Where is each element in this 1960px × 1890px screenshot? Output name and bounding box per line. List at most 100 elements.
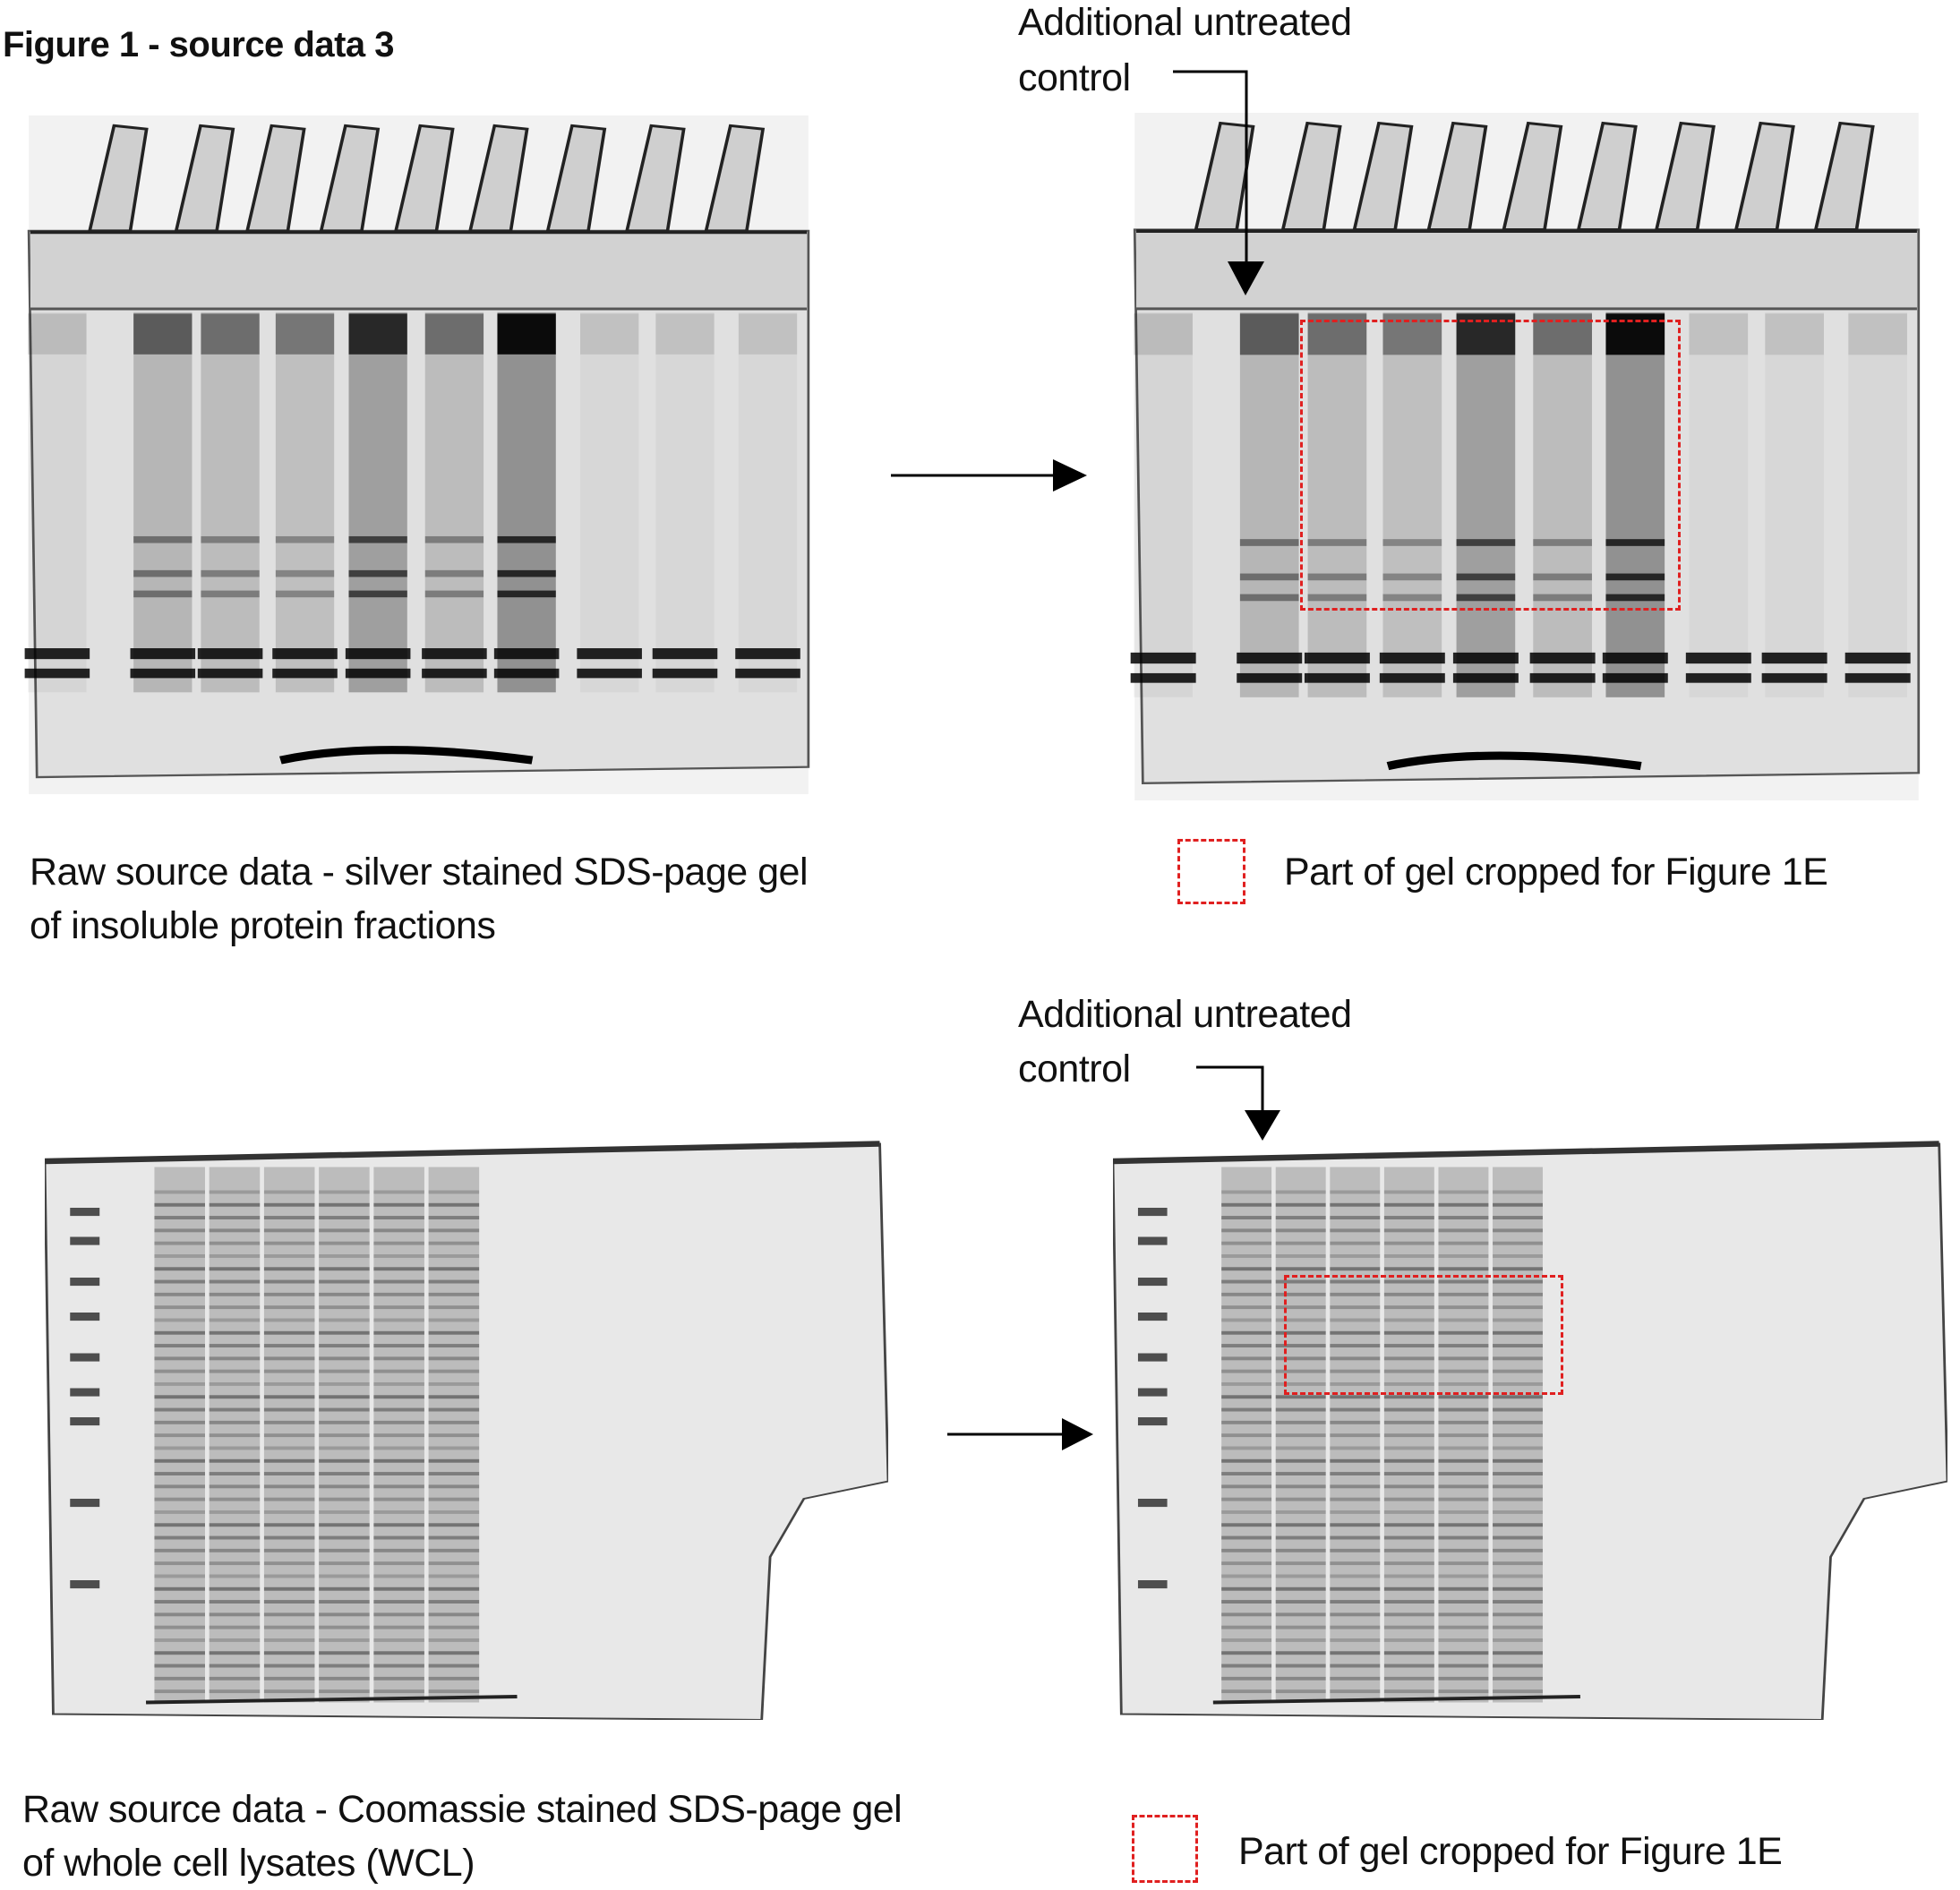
band (497, 590, 556, 598)
band (428, 1689, 480, 1694)
band (263, 1523, 315, 1527)
band (1438, 1458, 1489, 1463)
band (373, 1318, 424, 1322)
lane (424, 312, 484, 693)
band (373, 1523, 424, 1527)
band (428, 1548, 480, 1552)
band (428, 1574, 480, 1578)
band (154, 1292, 205, 1296)
band (1330, 1216, 1381, 1219)
band (209, 1510, 261, 1514)
legend-crop-swatch-bottom (1132, 1815, 1198, 1883)
band (1383, 1420, 1434, 1424)
band (154, 1318, 205, 1322)
band (1493, 1458, 1543, 1463)
band (373, 1305, 424, 1310)
band (1275, 1344, 1326, 1347)
lane (1493, 1167, 1543, 1703)
band (428, 1190, 480, 1194)
band (577, 668, 642, 679)
band (263, 1484, 315, 1489)
band (1330, 1523, 1381, 1527)
band (1383, 1484, 1434, 1489)
band (319, 1484, 370, 1489)
band (1493, 1433, 1543, 1438)
band (1221, 1267, 1272, 1271)
band (1275, 1216, 1326, 1219)
band (373, 1535, 424, 1540)
band (1330, 1382, 1381, 1386)
band (1383, 1241, 1434, 1245)
band (428, 1446, 480, 1450)
band (1330, 1446, 1381, 1450)
band (154, 1510, 205, 1514)
silver-gel-annotated (1130, 113, 1921, 800)
band (1493, 1420, 1543, 1424)
band (1844, 652, 1911, 664)
band (1275, 1356, 1326, 1361)
lane (28, 312, 87, 693)
band (1438, 1407, 1489, 1412)
band (1221, 1586, 1272, 1591)
band (1221, 1458, 1272, 1463)
band (1383, 1548, 1434, 1552)
band (263, 1279, 315, 1284)
band (1493, 1484, 1543, 1489)
lane (1438, 1167, 1489, 1703)
marker-band (1137, 1353, 1168, 1362)
marker-band (70, 1353, 100, 1362)
band (263, 1458, 315, 1463)
band (1221, 1254, 1272, 1258)
band (1493, 1689, 1543, 1694)
lane-top-band (1239, 313, 1299, 355)
band (1330, 1292, 1381, 1296)
band (735, 668, 800, 679)
band (1330, 1574, 1381, 1578)
band (263, 1561, 315, 1566)
band (1438, 1446, 1489, 1450)
band (428, 1458, 480, 1463)
band (428, 1344, 480, 1347)
band (263, 1407, 315, 1412)
right-arrow-icon (947, 1418, 1093, 1450)
band (1383, 1510, 1434, 1514)
band (209, 1535, 261, 1540)
band (1221, 1676, 1272, 1680)
band (348, 535, 407, 543)
band (1493, 1190, 1543, 1194)
band (1383, 1663, 1434, 1668)
band (263, 1497, 315, 1501)
lane (275, 312, 335, 693)
band (209, 1625, 261, 1629)
band (263, 1586, 315, 1591)
band (1383, 1330, 1434, 1335)
band (1438, 1241, 1489, 1245)
band (1605, 594, 1665, 602)
band (1761, 672, 1827, 683)
band (272, 668, 338, 679)
lane (1330, 1167, 1381, 1703)
down-arrow-icon (1173, 70, 1264, 295)
band (1275, 1267, 1326, 1271)
right-arrow-icon (891, 459, 1087, 492)
band (1438, 1202, 1489, 1207)
band (1275, 1676, 1326, 1680)
band (1493, 1548, 1543, 1552)
marker-band (70, 1278, 100, 1287)
band (319, 1420, 370, 1424)
lane-top-band (348, 313, 407, 355)
band (428, 1216, 480, 1219)
lane (655, 312, 715, 693)
band (319, 1586, 370, 1591)
band (1438, 1305, 1489, 1310)
band (1383, 1586, 1434, 1591)
marker-band (1137, 1388, 1168, 1397)
marker-band (1137, 1580, 1168, 1589)
band (373, 1254, 424, 1258)
band (263, 1228, 315, 1233)
band (209, 1190, 261, 1194)
band (319, 1356, 370, 1361)
band (209, 1497, 261, 1501)
band (1438, 1472, 1489, 1475)
band (263, 1472, 315, 1475)
